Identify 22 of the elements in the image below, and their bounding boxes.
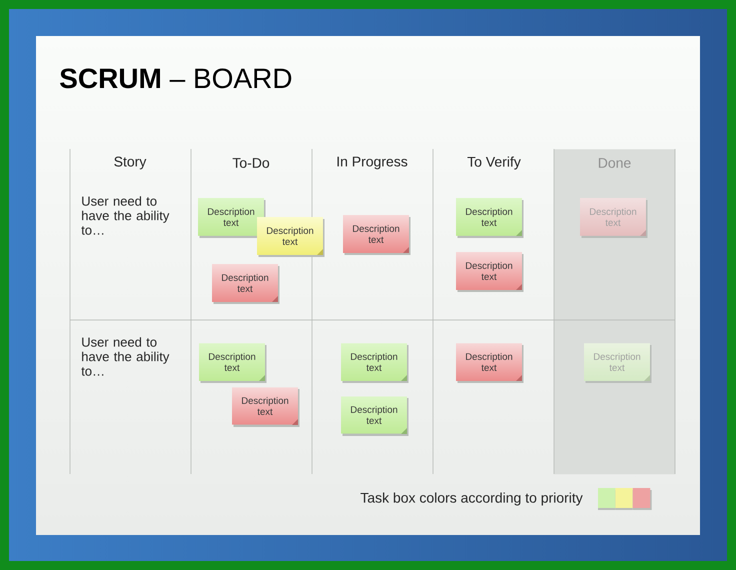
sticky-note: Description text xyxy=(456,198,524,238)
sticky-note: Description text xyxy=(212,264,280,304)
column-header: To Verify xyxy=(467,156,521,170)
sticky-note: Description text xyxy=(343,215,410,255)
sticky-note: Description text xyxy=(341,343,408,383)
sticky-note: Description text xyxy=(199,343,266,383)
story-text: User need to have the ability to… xyxy=(81,337,170,376)
sticky-note: Description text xyxy=(456,252,524,292)
sticky-note: Description text xyxy=(584,343,652,383)
sticky-note: Description text xyxy=(232,387,300,427)
column-header: Done xyxy=(598,158,631,168)
sticky-note: Description text xyxy=(198,198,266,238)
column-header: To-Do xyxy=(232,158,270,168)
column-header: Story xyxy=(114,156,146,170)
story-text: User need to have the ability to… xyxy=(81,196,170,235)
sticky-note: Description text xyxy=(257,217,324,257)
sticky-note: Description text xyxy=(341,396,408,436)
sticky-note: Description text xyxy=(580,198,648,238)
column-header: In Progress xyxy=(338,156,408,170)
sticky-note: Description text xyxy=(456,343,524,383)
slide-title: SCRUM – BOARD xyxy=(60,68,292,88)
legend-text: Task box colors according to priority xyxy=(360,492,583,506)
